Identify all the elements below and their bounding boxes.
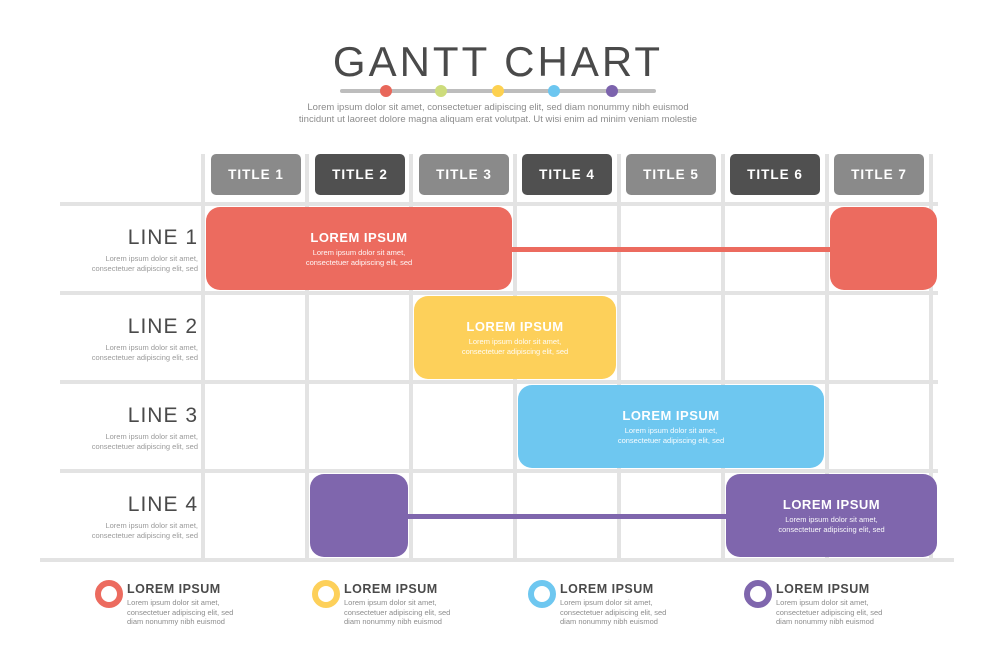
- grid-column-line: [409, 154, 413, 560]
- task-connector-line1: [512, 246, 830, 252]
- column-header-7: TITLE 7: [834, 154, 924, 195]
- grid-column-line: [929, 154, 933, 560]
- legend-description-line1: Lorem ipsum dolor sit amet,: [776, 598, 869, 607]
- legend-description-line2: consectetuer adipiscing elit, sed: [127, 607, 234, 617]
- subtitle-line-2: tincidunt ut laoreet dolore magna aliqua…: [298, 114, 698, 125]
- legend-title: LOREM IPSUM: [127, 582, 221, 596]
- column-header-5: TITLE 5: [626, 154, 716, 195]
- legend-description: Lorem ipsum dolor sit amet,consectetuer …: [127, 598, 287, 627]
- legend-description-line1: Lorem ipsum dolor sit amet,: [560, 598, 653, 607]
- legend-ring-icon: [528, 580, 556, 608]
- row-name: LINE 1: [127, 226, 198, 249]
- grid-column-line: [617, 154, 621, 560]
- legend-description-line3: diam nonummy nibh euismod: [560, 617, 658, 626]
- legend-ring-icon: [744, 580, 772, 608]
- subtitle-line-1: Lorem ipsum dolor sit amet, consectetuer…: [307, 102, 689, 113]
- column-header-4: TITLE 4: [522, 154, 612, 195]
- task-title: LOREM IPSUM: [466, 318, 564, 334]
- grid-column-line: [305, 154, 309, 560]
- task-title: LOREM IPSUM: [622, 407, 720, 423]
- legend-description: Lorem ipsum dolor sit amet,consectetuer …: [560, 598, 720, 627]
- task-description-line-1: Lorem ipsum dolor sit amet,: [312, 247, 406, 257]
- title-dot-yellow: [492, 85, 504, 97]
- legend-description-line3: diam nonummy nibh euismod: [344, 617, 442, 626]
- subtitle: Lorem ipsum dolor sit amet, consectetuer…: [248, 102, 748, 126]
- row-description-line-2: consectetuer adipiscing elit, sed: [91, 263, 198, 273]
- legend-description: Lorem ipsum dolor sit amet,consectetuer …: [344, 598, 504, 627]
- task-description-line-2: consectetuer adipiscing elit, sed: [305, 257, 413, 267]
- legend-item-1: LOREM IPSUM Lorem ipsum dolor sit amet,co…: [95, 580, 295, 626]
- task-bar-line3-1[interactable]: LOREM IPSUM Lorem ipsum dolor sit amet,co…: [518, 385, 824, 468]
- row-label-1: LINE 1 Lorem ipsum dolor sit amet,consect…: [40, 226, 198, 273]
- legend-title: LOREM IPSUM: [560, 582, 654, 596]
- title-dot-purple: [606, 85, 618, 97]
- row-description-line-2: consectetuer adipiscing elit, sed: [91, 352, 198, 362]
- legend-title: LOREM IPSUM: [344, 582, 438, 596]
- title-dot-green: [435, 85, 447, 97]
- row-description-line-2: consectetuer adipiscing elit, sed: [91, 441, 198, 451]
- column-header-2: TITLE 2: [315, 154, 405, 195]
- legend-description-line1: Lorem ipsum dolor sit amet,: [127, 598, 220, 607]
- task-description-line-2: consectetuer adipiscing elit, sed: [778, 524, 885, 534]
- row-name: LINE 3: [127, 404, 198, 427]
- legend-item-2: LOREM IPSUM Lorem ipsum dolor sit amet,co…: [312, 580, 512, 626]
- grid-row-line: [60, 291, 938, 295]
- title-dot-blue: [548, 85, 560, 97]
- task-bar-line2-1[interactable]: LOREM IPSUM Lorem ipsum dolor sit amet,co…: [414, 296, 616, 379]
- legend-title: LOREM IPSUM: [776, 582, 870, 596]
- grid-column-line: [825, 154, 829, 560]
- legend-item-3: LOREM IPSUM Lorem ipsum dolor sit amet,co…: [528, 580, 728, 626]
- task-bar-line4-2[interactable]: LOREM IPSUM Lorem ipsum dolor sit amet,co…: [726, 474, 937, 557]
- row-description-line-1: Lorem ipsum dolor sit amet,: [105, 432, 198, 441]
- legend-ring-icon: [95, 580, 123, 608]
- task-description-line-2: consectetuer adipiscing elit, sed: [461, 346, 569, 356]
- legend-description-line1: Lorem ipsum dolor sit amet,: [344, 598, 437, 607]
- legend-item-4: LOREM IPSUM Lorem ipsum dolor sit amet,co…: [744, 580, 944, 626]
- legend-description-line2: consectetuer adipiscing elit, sed: [776, 607, 883, 617]
- legend-description: Lorem ipsum dolor sit amet,consectetuer …: [776, 598, 936, 627]
- grid-row-line: [60, 380, 938, 384]
- task-title: LOREM IPSUM: [782, 496, 881, 512]
- task-connector-line4: [408, 513, 726, 519]
- legend-ring-icon: [312, 580, 340, 608]
- task-bar-line1-2[interactable]: [830, 207, 937, 290]
- row-label-4: LINE 4 Lorem ipsum dolor sit amet,consect…: [40, 493, 198, 540]
- grid-column-line: [201, 154, 205, 560]
- legend-description-line3: diam nonummy nibh euismod: [127, 617, 225, 626]
- row-description-line-1: Lorem ipsum dolor sit amet,: [105, 521, 198, 530]
- grid-column-line: [721, 154, 725, 560]
- column-header-1: TITLE 1: [211, 154, 301, 195]
- task-title: LOREM IPSUM: [310, 229, 408, 245]
- legend-description-line3: diam nonummy nibh euismod: [776, 617, 874, 626]
- row-name: LINE 4: [127, 493, 198, 516]
- grid-row-line: [60, 202, 938, 206]
- legend-description-line2: consectetuer adipiscing elit, sed: [560, 607, 667, 617]
- row-label-2: LINE 2 Lorem ipsum dolor sit amet,consect…: [40, 315, 198, 362]
- legend-description-line2: consectetuer adipiscing elit, sed: [344, 607, 451, 617]
- grid-row-line: [40, 558, 954, 562]
- title-underline: [340, 85, 656, 97]
- page-title: GANTT CHART: [332, 38, 664, 85]
- task-description-line-2: consectetuer adipiscing elit, sed: [617, 435, 725, 445]
- row-description-line-1: Lorem ipsum dolor sit amet,: [105, 254, 198, 263]
- task-bar-line4-1[interactable]: [310, 474, 408, 557]
- task-description-line-1: Lorem ipsum dolor sit amet,: [624, 425, 718, 435]
- row-description-line-1: Lorem ipsum dolor sit amet,: [105, 343, 198, 352]
- task-description-line-1: Lorem ipsum dolor sit amet,: [785, 514, 878, 524]
- row-description-line-2: consectetuer adipiscing elit, sed: [91, 530, 198, 540]
- task-bar-line1-1[interactable]: LOREM IPSUM Lorem ipsum dolor sit amet,co…: [206, 207, 512, 290]
- row-name: LINE 2: [127, 315, 198, 338]
- column-header-3: TITLE 3: [419, 154, 509, 195]
- title-dot-red: [380, 85, 392, 97]
- task-description-line-1: Lorem ipsum dolor sit amet,: [468, 336, 562, 346]
- row-label-3: LINE 3 Lorem ipsum dolor sit amet,consect…: [40, 404, 198, 451]
- column-header-6: TITLE 6: [730, 154, 820, 195]
- grid-row-line: [60, 469, 938, 473]
